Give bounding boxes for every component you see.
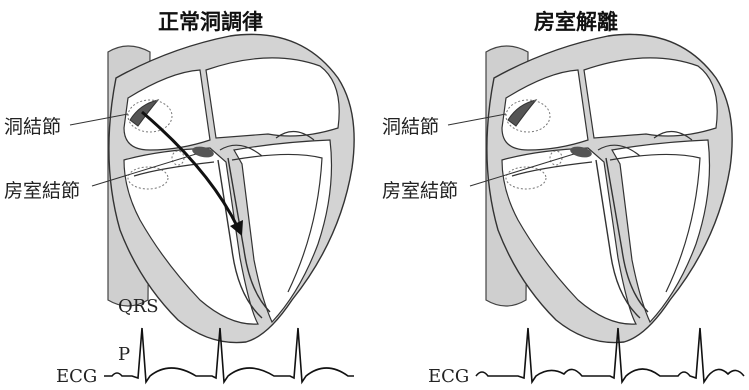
av-node-label: 房室結節 [4,176,80,203]
sa-node-label: 洞結節 [382,112,439,139]
left-atrium [584,58,717,138]
ecg-label: ECG [56,366,97,387]
qrs-label: QRS [118,296,159,317]
p-wave-label: P [118,344,130,365]
sa-node-label: 洞結節 [4,112,61,139]
av-node-label: 房室結節 [382,176,458,203]
ecg-label: ECG [428,366,469,387]
left-atrium [206,58,339,138]
panel-av-dissociation: 房室解離 洞結節 房室結節 ECG [378,0,748,390]
panel-normal-sinus-rhythm: 正常洞調律 洞結節 房室結 [0,0,370,390]
